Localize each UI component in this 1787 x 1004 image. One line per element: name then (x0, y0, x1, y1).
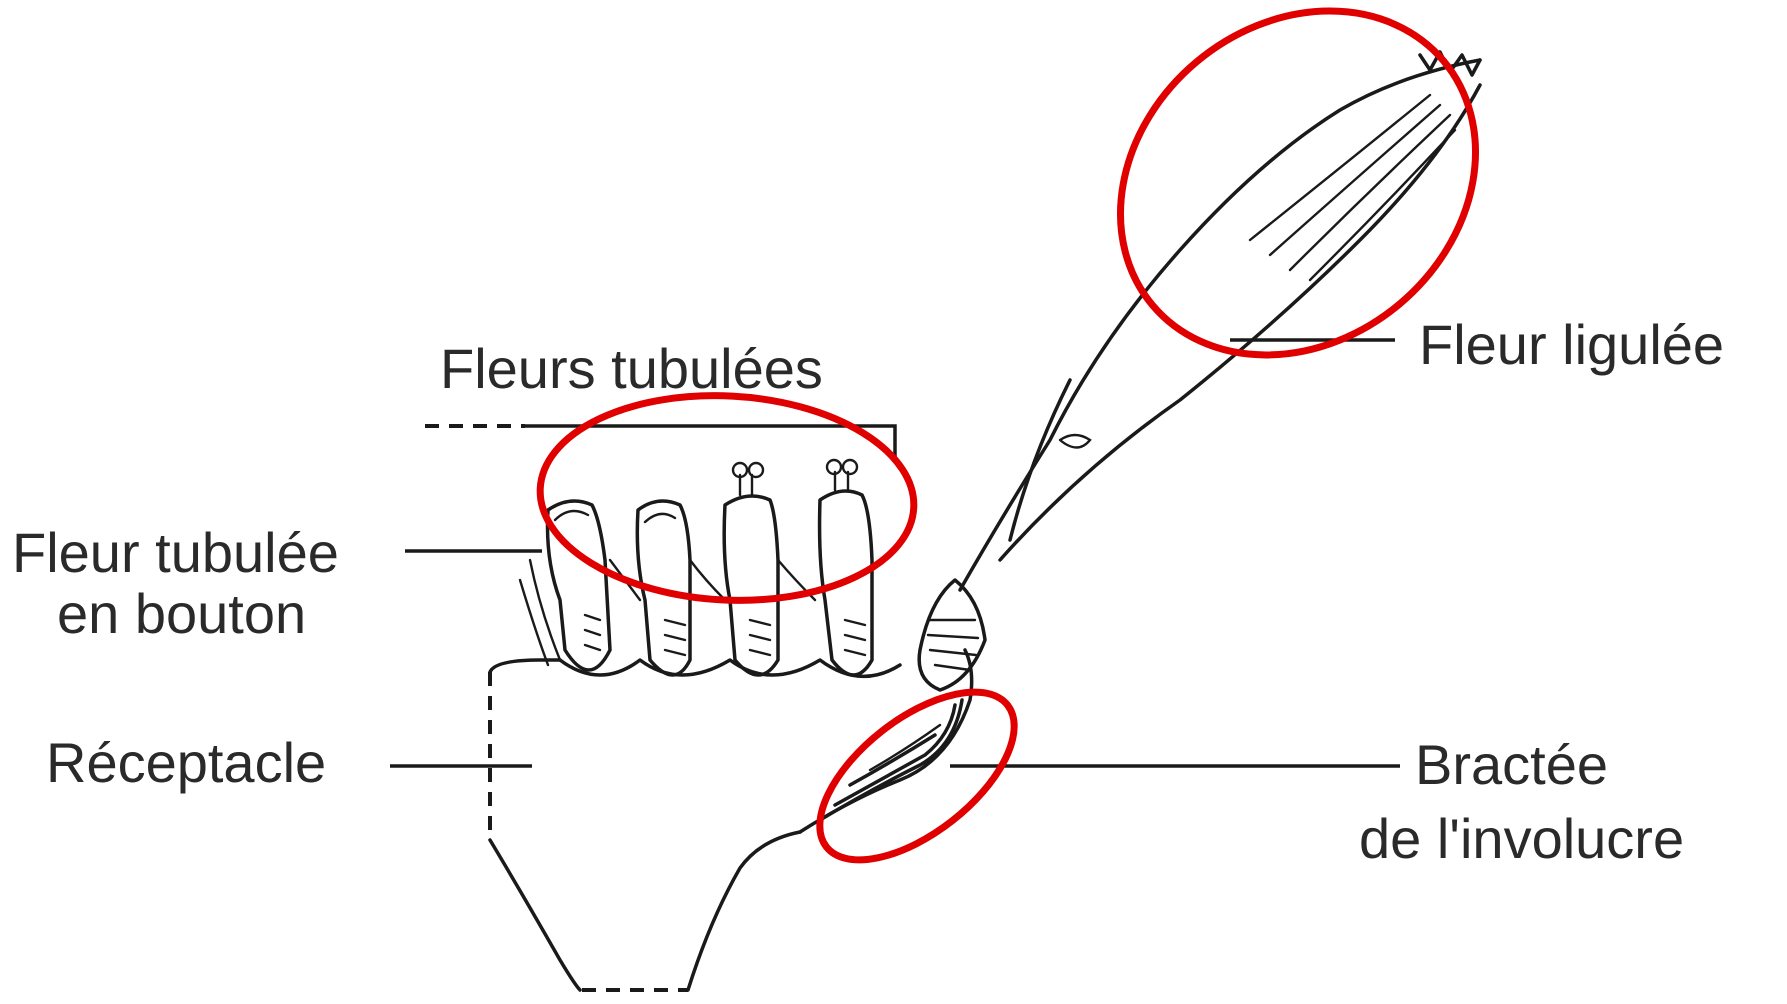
label-receptacle: Réceptacle (46, 732, 326, 794)
label-bractee-line1: Bractée (1415, 734, 1608, 796)
floret-3 (724, 496, 778, 675)
receptacle-top-left (490, 660, 560, 672)
ligule-veins (1250, 95, 1455, 280)
highlight-ellipse-bract (791, 660, 1042, 891)
receptacle-drawing (490, 660, 800, 990)
floret-bases (560, 660, 900, 676)
label-fleur-ligulee: Fleur ligulée (1419, 314, 1724, 376)
label-bractee-line2: de l'involucre (1359, 808, 1684, 870)
floret-bud-1 (548, 501, 611, 670)
receptacle-stem-right (688, 832, 800, 990)
tubular-florets (520, 460, 900, 676)
receptacle-stem-left (490, 840, 580, 990)
ligulate-flower (919, 52, 1480, 690)
label-fleur-tubulee-line1: Fleur tubulée (12, 522, 339, 584)
label-fleur-tubulee-line2: en bouton (57, 583, 306, 645)
label-fleurs-tubulees: Fleurs tubulées (440, 338, 823, 400)
